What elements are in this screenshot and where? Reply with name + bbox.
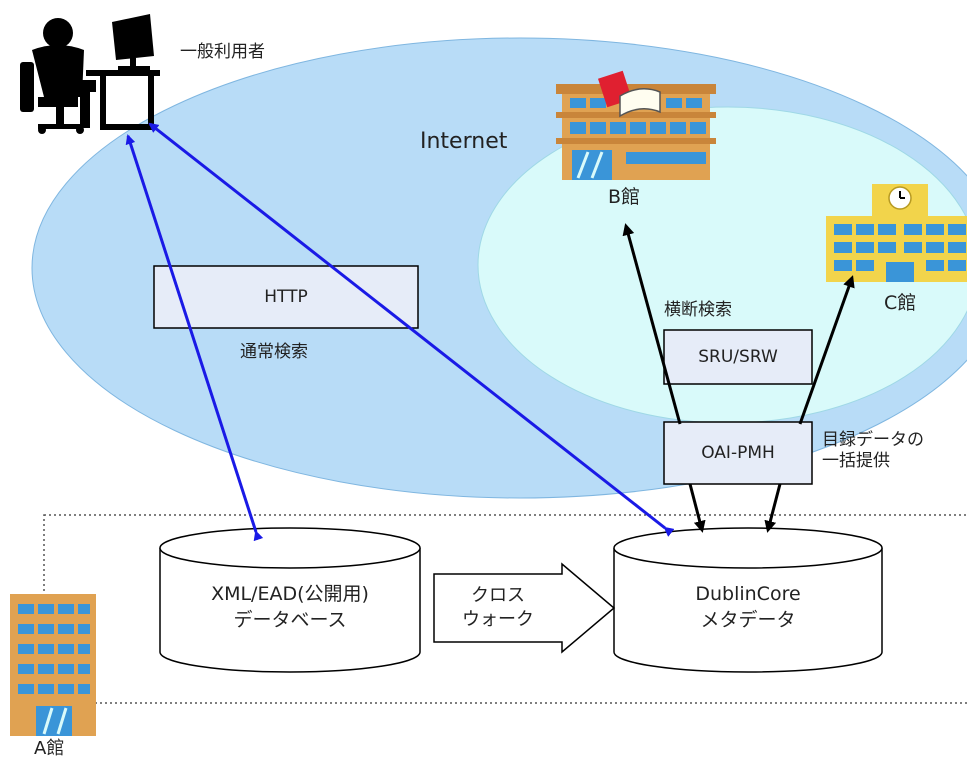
http-text: HTTP xyxy=(264,286,308,307)
arrow-to-library-b xyxy=(622,223,682,425)
office-building-icon xyxy=(10,594,96,736)
xml-ead-db-label: XML/EAD(公開用) データベース xyxy=(160,568,420,648)
catalog-bulk-label: 目録データの 一括提供 xyxy=(822,430,924,473)
cross-search-label: 横断検索 xyxy=(664,300,732,320)
library-a-label: A館 xyxy=(34,738,65,759)
library-b-label: B館 xyxy=(608,186,641,208)
crosswalk-label: クロス ウォーク xyxy=(438,574,558,642)
arrow-dc-to-user xyxy=(148,122,675,537)
dublincore-db-line2: メタデータ xyxy=(700,609,796,631)
oai-pmh-text: OAI-PMH xyxy=(701,442,775,463)
xml-ead-db-line1: XML/EAD(公開用) xyxy=(211,583,369,606)
normal-search-label: 通常検索 xyxy=(240,342,308,362)
catalog-bulk-line2: 一括提供 xyxy=(822,451,890,472)
general-user-label: 一般利用者 xyxy=(180,42,265,62)
sru-srw-text: SRU/SRW xyxy=(698,346,778,367)
sru-srw-box xyxy=(663,329,813,385)
library-c-label: C館 xyxy=(884,292,917,314)
school-building-with-clock-icon xyxy=(826,184,967,282)
dublincore-db-line1: DublinCore xyxy=(695,583,801,606)
catalog-bulk-line1: 目録データの xyxy=(822,430,924,450)
dublincore-db-label: DublinCore メタデータ xyxy=(614,568,882,648)
library-building-with-books-icon xyxy=(556,70,716,180)
xml-ead-db-line2: データベース xyxy=(233,609,347,631)
crosswalk-line2: ウォーク xyxy=(462,609,534,630)
oai-pmh-label: OAI-PMH xyxy=(664,422,812,484)
arrow-to-library-c xyxy=(798,275,855,425)
sru-srw-label: SRU/SRW xyxy=(664,330,812,384)
dublincore-database-cylinder xyxy=(613,527,883,673)
person-at-computer-icon xyxy=(20,14,160,134)
crosswalk-line1: クロス xyxy=(471,584,525,606)
arrow-oai-to-dc-right xyxy=(764,483,782,533)
internet-label: Internet xyxy=(420,129,508,154)
crosswalk-arrow xyxy=(433,562,616,654)
http-label: HTTP xyxy=(154,266,418,328)
arrow-oai-to-dc-left xyxy=(688,483,706,533)
